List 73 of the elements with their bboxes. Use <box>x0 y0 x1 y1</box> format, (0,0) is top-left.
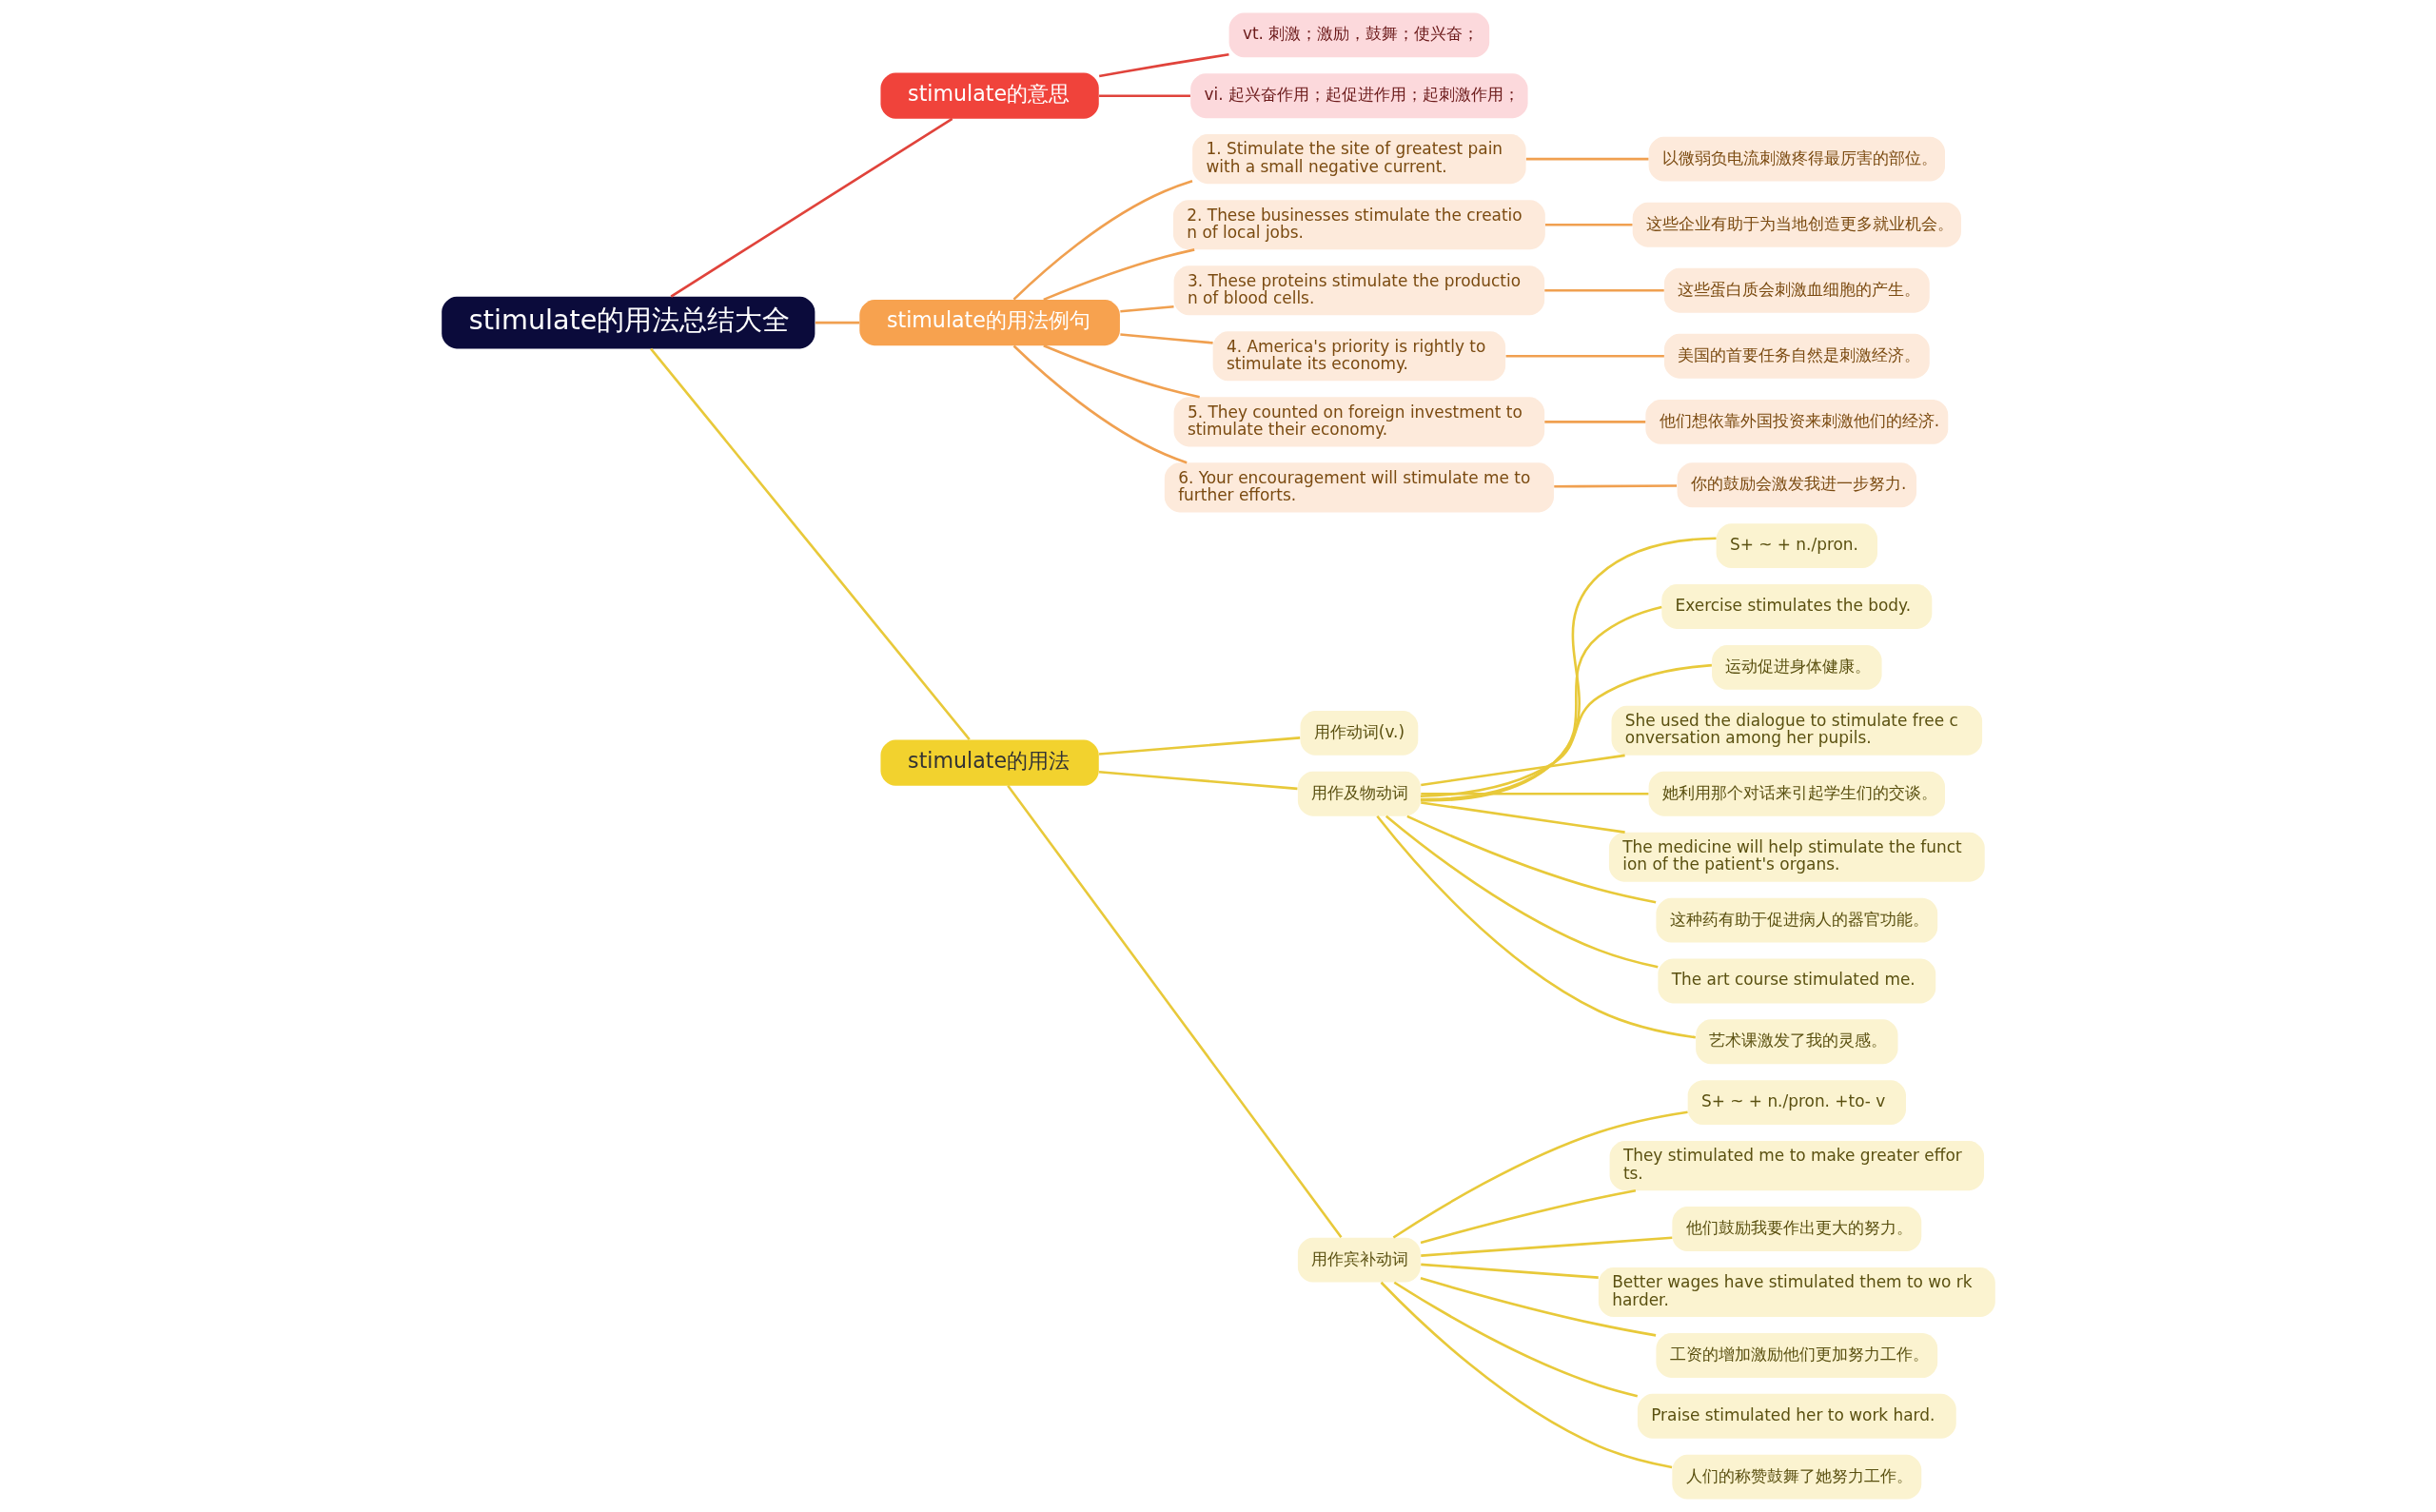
connector <box>1420 1236 1672 1257</box>
node-box: 艺术课激发了我的灵感。 <box>1695 1019 1897 1065</box>
node-box: 6. Your encouragement will stimulate me to further efforts. <box>1164 462 1554 513</box>
connector <box>1392 1110 1688 1239</box>
connector <box>1420 1277 1656 1337</box>
node-box: The medicine will help stimulate the funct ion of the patient's organs. <box>1608 832 1985 882</box>
node-box: 用作动词(v.) <box>1300 710 1418 756</box>
node-box: vi. 起兴奋作用；起促进作用；起刺激作用； <box>1189 73 1528 119</box>
connector <box>1420 1189 1636 1245</box>
connector <box>1420 754 1625 787</box>
connector <box>1543 288 1664 292</box>
connector <box>1119 304 1174 313</box>
connector <box>1098 736 1300 756</box>
node-box: S+ ~ + n./pron. +to- v <box>1687 1080 1906 1126</box>
connector <box>1420 1263 1599 1279</box>
node-box: 这些蛋白质会刺激血细胞的产生。 <box>1663 267 1930 313</box>
node-box: Praise stimulated her to work hard. <box>1637 1393 1956 1439</box>
node-box: Exercise stimulates the body. <box>1660 584 1932 629</box>
node-box: 他们鼓励我要作出更大的努力。 <box>1671 1207 1921 1251</box>
node-box: stimulate的用法总结大全 <box>441 296 815 349</box>
node-box: 1. Stimulate the site of greatest pain with a small negative current. <box>1191 134 1526 185</box>
node-box: stimulate的意思 <box>879 72 1099 119</box>
node-box: 用作宾补动词 <box>1297 1237 1421 1283</box>
node-box: 用作及物动词 <box>1297 771 1421 816</box>
node-box: 工资的增加激励他们更加努力工作。 <box>1655 1333 1937 1378</box>
node-box: She used the dialogue to stimulate free c onversation among her pupils. <box>1611 705 1982 756</box>
node-box: Better wages have stimulated them to wo rk harder. <box>1598 1267 1995 1318</box>
connector <box>1098 94 1190 97</box>
node-box: stimulate的用法例句 <box>858 300 1120 346</box>
node-box: 运动促进身体健康。 <box>1711 644 1882 690</box>
node-box: 美国的首要任务自然是刺激经济。 <box>1663 333 1930 379</box>
node-box: 人们的称赞鼓舞了她努力工作。 <box>1671 1454 1921 1500</box>
connector <box>670 117 953 298</box>
node-box: The art course stimulated me. <box>1657 958 1935 1004</box>
connector <box>649 347 971 740</box>
connector <box>1543 421 1645 423</box>
node-box: 2. These businesses stimulate the creatio n of local jobs. <box>1172 200 1545 250</box>
node-box: 你的鼓励会激发我进一步努力. <box>1677 462 1916 508</box>
node-box: 3. These proteins stimulate the productio n of blood cells. <box>1173 265 1544 316</box>
node-box: S+ ~ + n./pron. <box>1716 523 1877 569</box>
connector <box>1098 770 1298 791</box>
connector <box>1006 785 1342 1239</box>
connector <box>1042 248 1194 302</box>
connector <box>1393 1281 1638 1398</box>
connector <box>1375 815 1696 1039</box>
connector <box>1119 333 1213 344</box>
node-box: 以微弱负电流刺激疼得最厉害的部位。 <box>1648 136 1945 182</box>
node-box: 4. America's priority is rightly to stimulate its economy. <box>1212 331 1505 382</box>
node-box: 这种药有助于促进病人的器官功能。 <box>1655 897 1937 943</box>
connector <box>1420 537 1717 802</box>
connector <box>1385 815 1659 969</box>
connector <box>1042 344 1200 399</box>
node-box: stimulate的用法 <box>879 739 1099 786</box>
node-box: They stimulated me to make greater effor ts. <box>1609 1141 1984 1191</box>
node-box: 这些企业有助于为当地创造更多就业机会。 <box>1632 202 1961 247</box>
connector <box>1012 180 1192 301</box>
connector <box>1405 815 1656 904</box>
connector <box>1525 157 1648 161</box>
connector <box>815 321 859 324</box>
connector <box>1420 801 1625 834</box>
connector <box>1505 355 1664 358</box>
connector <box>1012 344 1188 464</box>
connector <box>1420 605 1662 801</box>
node-box: vt. 刺激；激励，鼓舞；使兴奋； <box>1228 12 1489 58</box>
connector <box>1098 52 1229 78</box>
node-box: 5. They counted on foreign investment to stimulate their economy. <box>1173 397 1544 447</box>
connector <box>1420 663 1712 798</box>
connector <box>1420 792 1648 795</box>
connector <box>1544 223 1632 226</box>
node-box: 她利用那个对话来引起学生们的交谈。 <box>1648 771 1945 816</box>
node-box: 他们想依靠外国投资来刺激他们的经济. <box>1644 399 1948 444</box>
connector <box>1553 484 1677 488</box>
connector <box>1380 1281 1672 1469</box>
